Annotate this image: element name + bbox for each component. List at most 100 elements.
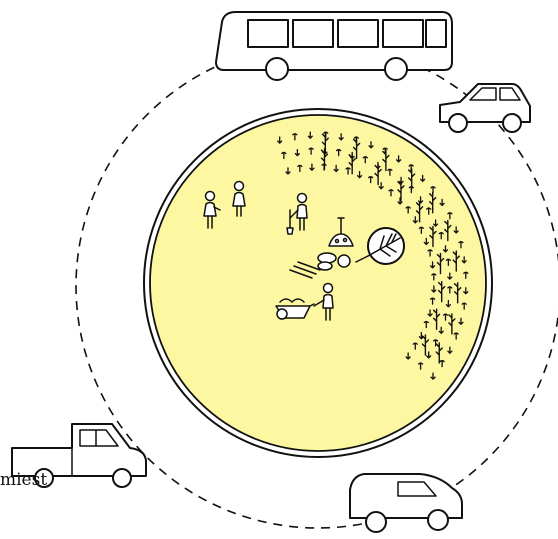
stalk-icon <box>429 225 437 248</box>
arrow-sprout-icon <box>429 261 436 269</box>
flower-sprout-icon <box>447 286 453 294</box>
flower-sprout-icon <box>388 189 394 197</box>
arrow-sprout-icon <box>418 332 425 340</box>
person-with-wheelbarrow-icon <box>275 282 334 321</box>
stalk-icon <box>452 250 460 272</box>
stalk-icon <box>437 280 446 303</box>
stalk-icon <box>415 201 424 223</box>
person-icon <box>203 190 221 229</box>
flower-sprout-icon <box>368 175 374 184</box>
flower-sprout-icon <box>418 226 425 234</box>
arrow-sprout-icon <box>453 226 459 234</box>
arrow-sprout-icon <box>430 372 436 381</box>
arrow-sprout-icon <box>405 352 411 360</box>
flower-sprout-icon <box>429 297 436 305</box>
stones-icon <box>317 252 351 271</box>
flower-sprout-icon <box>308 147 314 155</box>
compost-pile-icon <box>328 217 354 247</box>
flower-sprout-icon <box>432 339 439 347</box>
arrow-sprout-icon <box>368 141 374 149</box>
flower-sprout-icon <box>430 186 436 194</box>
arrow-sprout-icon <box>309 163 315 172</box>
van-icon <box>349 473 463 533</box>
stalk-icon <box>374 163 382 186</box>
stalk-icon <box>320 148 329 170</box>
caption-text: miest <box>0 470 48 490</box>
flower-sprout-icon <box>442 313 449 321</box>
stalk-icon <box>428 191 437 214</box>
person-with-shovel-icon <box>286 192 308 235</box>
arrow-sprout-icon <box>427 309 433 317</box>
flower-sprout-icon <box>292 133 298 141</box>
stalk-icon <box>421 334 430 356</box>
arrow-sprout-icon <box>307 131 313 140</box>
stalk-icon <box>436 252 445 275</box>
arrow-sprout-icon <box>412 216 418 224</box>
arrow-sprout-icon <box>461 256 467 264</box>
arrow-sprout-icon <box>285 167 291 175</box>
flower-sprout-icon <box>417 362 424 370</box>
arrow-sprout-icon <box>397 197 403 205</box>
stalk-icon <box>352 137 361 160</box>
stalk-icon <box>397 180 405 202</box>
bus-icon <box>215 11 453 81</box>
stalk-icon <box>453 282 462 304</box>
stalk-icon <box>382 149 390 172</box>
flower-sprout-icon <box>281 151 287 160</box>
flower-sprout-icon <box>439 359 445 368</box>
stalk-icon <box>348 153 356 175</box>
flower-sprout-icon <box>461 302 467 310</box>
flower-sprout-icon <box>426 207 432 215</box>
flower-sprout-icon <box>445 258 452 267</box>
arrow-sprout-icon <box>420 174 426 183</box>
flower-sprout-icon <box>427 249 433 257</box>
arrow-sprout-icon <box>395 155 402 163</box>
flower-sprout-icon <box>447 212 453 220</box>
flower-sprout-icon <box>463 271 469 279</box>
arrow-sprout-icon <box>463 287 469 295</box>
arrow-sprout-icon <box>442 245 449 253</box>
flower-sprout-icon <box>423 320 429 329</box>
stalk-icon <box>444 219 452 242</box>
arrow-sprout-icon <box>432 219 439 227</box>
arrow-sprout-icon <box>378 182 384 190</box>
flower-sprout-icon <box>453 332 459 340</box>
car-icon <box>439 83 531 133</box>
stalk-icon <box>435 342 443 364</box>
flower-sprout-icon <box>335 148 342 157</box>
arrow-sprout-icon <box>447 346 453 355</box>
flower-sprout-icon <box>297 164 303 173</box>
arrow-sprout-icon <box>294 148 301 157</box>
flower-sprout-icon <box>345 167 351 175</box>
flower-sprout-icon <box>387 168 393 176</box>
flower-sprout-icon <box>458 241 464 249</box>
rake-marks-icon <box>289 261 321 279</box>
stalk-icon <box>432 308 441 330</box>
flower-sprout-icon <box>362 156 368 164</box>
plant-rows <box>277 131 469 381</box>
arrow-sprout-icon <box>426 351 432 359</box>
person-icon <box>232 180 246 217</box>
stalk-icon <box>321 132 330 154</box>
arrow-sprout-icon <box>423 237 429 246</box>
stalk-icon <box>407 168 416 190</box>
leaf-icon <box>355 227 405 265</box>
flower-sprout-icon <box>438 232 444 240</box>
flower-sprout-icon <box>405 206 411 214</box>
flower-sprout-icon <box>431 273 437 281</box>
arrow-sprout-icon <box>277 136 283 144</box>
stalk-plants <box>320 132 462 364</box>
pickup-truck-icon <box>11 423 147 488</box>
flower-sprout-icon <box>412 342 418 350</box>
arrow-sprout-icon <box>338 133 344 141</box>
arrow-sprout-icon <box>447 272 453 281</box>
stalk-icon <box>448 313 456 335</box>
arrow-sprout-icon <box>431 285 437 293</box>
arrow-sprout-icon <box>356 171 363 179</box>
arrow-sprout-icon <box>333 164 339 173</box>
arrow-sprout-icon <box>445 299 452 308</box>
arrow-sprout-icon <box>458 317 464 326</box>
arrow-sprout-icon <box>438 326 444 335</box>
arrow-sprout-icon <box>439 198 445 207</box>
